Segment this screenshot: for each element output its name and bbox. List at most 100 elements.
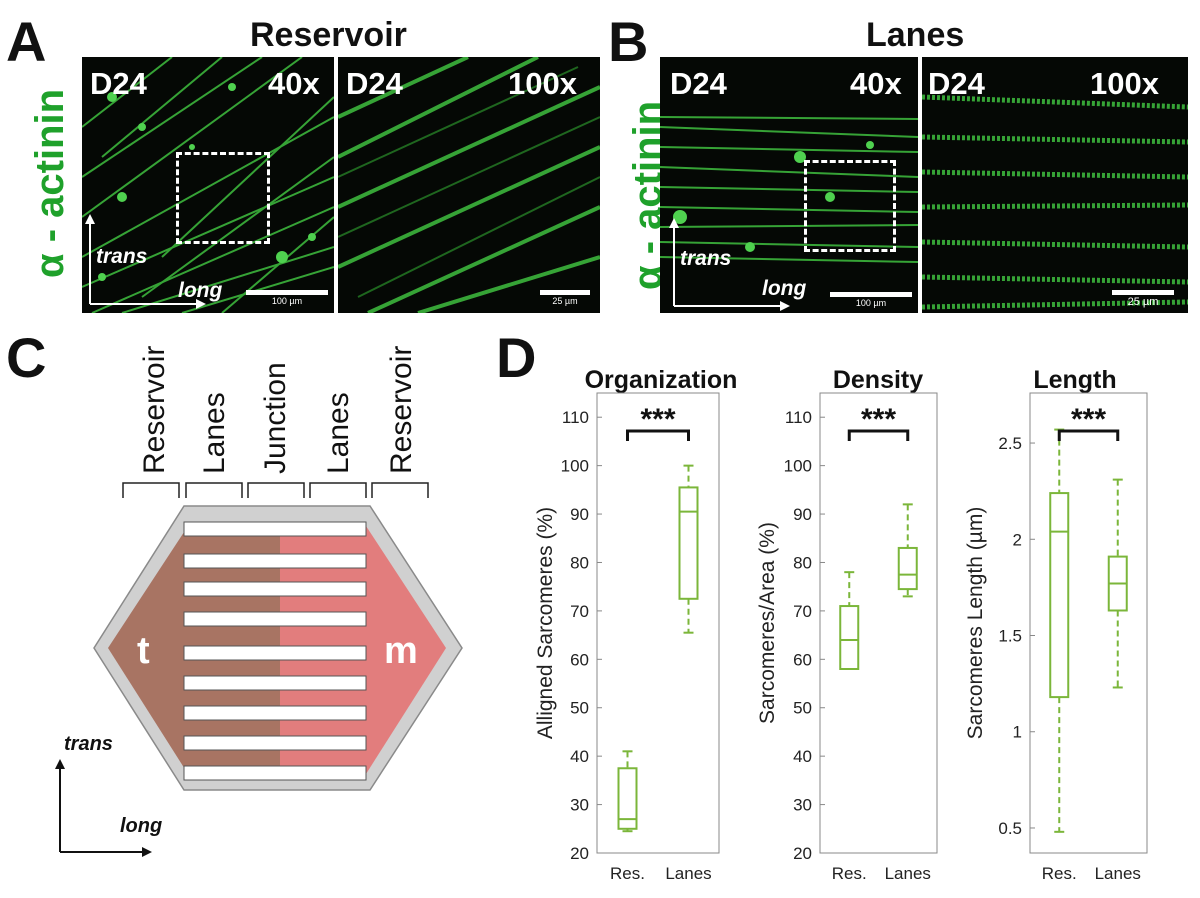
x-tick-label: Lanes [665, 864, 711, 883]
panel-b-title: Lanes [866, 16, 965, 54]
y-axis-label: Sarcomeres Length (µm) [964, 507, 987, 740]
panel-letter-a: A [6, 10, 47, 73]
significance-bracket [626, 429, 690, 441]
micrograph-a-right-mag: 100x [508, 66, 577, 101]
micrograph-reservoir-100x [338, 57, 600, 313]
panel-letter-c: C [6, 326, 47, 389]
y-tick-label: 20 [793, 844, 812, 863]
axis-label-long-c: long [120, 815, 163, 837]
y-tick-label: 60 [570, 650, 589, 669]
plot-frame [1029, 392, 1148, 854]
y-tick-label: 30 [570, 796, 589, 815]
y-tick-label: 90 [570, 505, 589, 524]
axis-label-long-b: long [762, 277, 807, 300]
micrograph-reservoir-40x [82, 57, 334, 313]
y-tick-label: 80 [793, 553, 812, 572]
chart-title-organization: Organization [584, 366, 738, 394]
x-tick-label: Lanes [1095, 864, 1141, 883]
y-tick-label: 90 [793, 505, 812, 524]
scale-bar-a-left [246, 290, 328, 295]
x-tick-label: Res. [832, 864, 867, 883]
box-lanes [897, 546, 918, 591]
panel-a-title: Reservoir [250, 16, 407, 54]
micrograph-b-left-day: D24 [670, 66, 727, 101]
box-lanes [678, 486, 699, 600]
box-res [617, 767, 638, 830]
micrograph-a-left-day: D24 [90, 66, 147, 101]
y-tick-label: 100 [784, 457, 812, 476]
plot-frame [819, 392, 938, 854]
micrograph-b-right-mag: 100x [1090, 66, 1159, 101]
y-tick-label: 20 [570, 844, 589, 863]
y-tick-label: 70 [570, 602, 589, 621]
box-res [1049, 492, 1070, 699]
axis-label-trans-c: trans [64, 733, 113, 755]
y-tick-label: 40 [570, 747, 589, 766]
zoom-region-box [176, 152, 270, 244]
y-axis-label: Sarcomeres/Area (%) [756, 522, 779, 724]
micrograph-reservoir-100x-image [338, 57, 600, 313]
zoom-region-box [804, 160, 896, 252]
micrograph-b-left-mag: 40x [850, 66, 902, 101]
micrograph-a-right-day: D24 [346, 66, 403, 101]
y-tick-label: 110 [785, 408, 812, 427]
scale-text-b-right: 25 µm [1127, 296, 1159, 308]
y-tick-label: 2.5 [998, 434, 1022, 453]
significance-stars: *** [640, 403, 675, 436]
lanes-group [183, 521, 367, 781]
significance-stars: *** [861, 403, 896, 436]
y-tick-label: 100 [561, 457, 589, 476]
axis-arrows-c [55, 759, 152, 857]
micrograph-a-left-mag: 40x [268, 66, 320, 101]
micrograph-lanes-40x-image [660, 116, 918, 263]
box-res [839, 605, 860, 670]
micrograph-lanes-100x-image [922, 94, 1188, 310]
panel-letter-b: B [608, 10, 649, 73]
chip-diagram [93, 482, 463, 791]
axis-arrows-b [669, 218, 790, 311]
chart-title-density: Density [832, 366, 924, 394]
y-tick-label: 110 [562, 408, 589, 427]
scale-bar-a-right [540, 290, 590, 295]
micrograph-b-right-day: D24 [928, 66, 985, 101]
axis-label-long-a: long [178, 279, 223, 302]
x-tick-label: Res. [1042, 864, 1077, 883]
scale-text-a-right: 25 µm [552, 296, 578, 306]
y-tick-label: 0.5 [998, 819, 1022, 838]
chart-title-length: Length [1033, 366, 1117, 394]
y-tick-label: 70 [793, 602, 812, 621]
scale-text-b-left: 100 µm [855, 298, 887, 308]
segment-brackets [122, 482, 429, 498]
x-tick-label: Res. [610, 864, 645, 883]
plot-frame [596, 392, 720, 854]
significance-bracket [1057, 429, 1120, 441]
y-tick-label: 80 [570, 553, 589, 572]
x-tick-label: Lanes [885, 864, 931, 883]
scale-bar-b-right [1112, 290, 1174, 295]
y-tick-label: 1 [1013, 723, 1022, 742]
y-tick-label: 50 [793, 699, 812, 718]
y-axis-label: Alligned Sarcomeres (%) [534, 507, 557, 739]
reservoir-label-t: t [137, 630, 150, 672]
y-tick-label: 40 [793, 747, 812, 766]
scale-bar-b-left [830, 292, 912, 297]
y-tick-label: 50 [570, 699, 589, 718]
significance-bracket [847, 429, 910, 441]
axis-label-trans-b: trans [680, 247, 732, 270]
panel-letter-d: D [496, 326, 537, 389]
micrograph-lanes-100x [922, 57, 1188, 313]
y-tick-label: 2 [1013, 530, 1022, 549]
reservoir-label-m: m [384, 630, 418, 672]
scale-text-a-left: 100 µm [271, 296, 303, 306]
significance-stars: *** [1071, 403, 1106, 436]
y-tick-label: 60 [793, 650, 812, 669]
micrograph-lanes-40x [660, 57, 918, 313]
axis-arrows-a [85, 214, 206, 309]
y-tick-label: 30 [793, 796, 812, 815]
y-tick-label: 1.5 [998, 627, 1022, 646]
axis-label-trans-a: trans [96, 245, 148, 268]
